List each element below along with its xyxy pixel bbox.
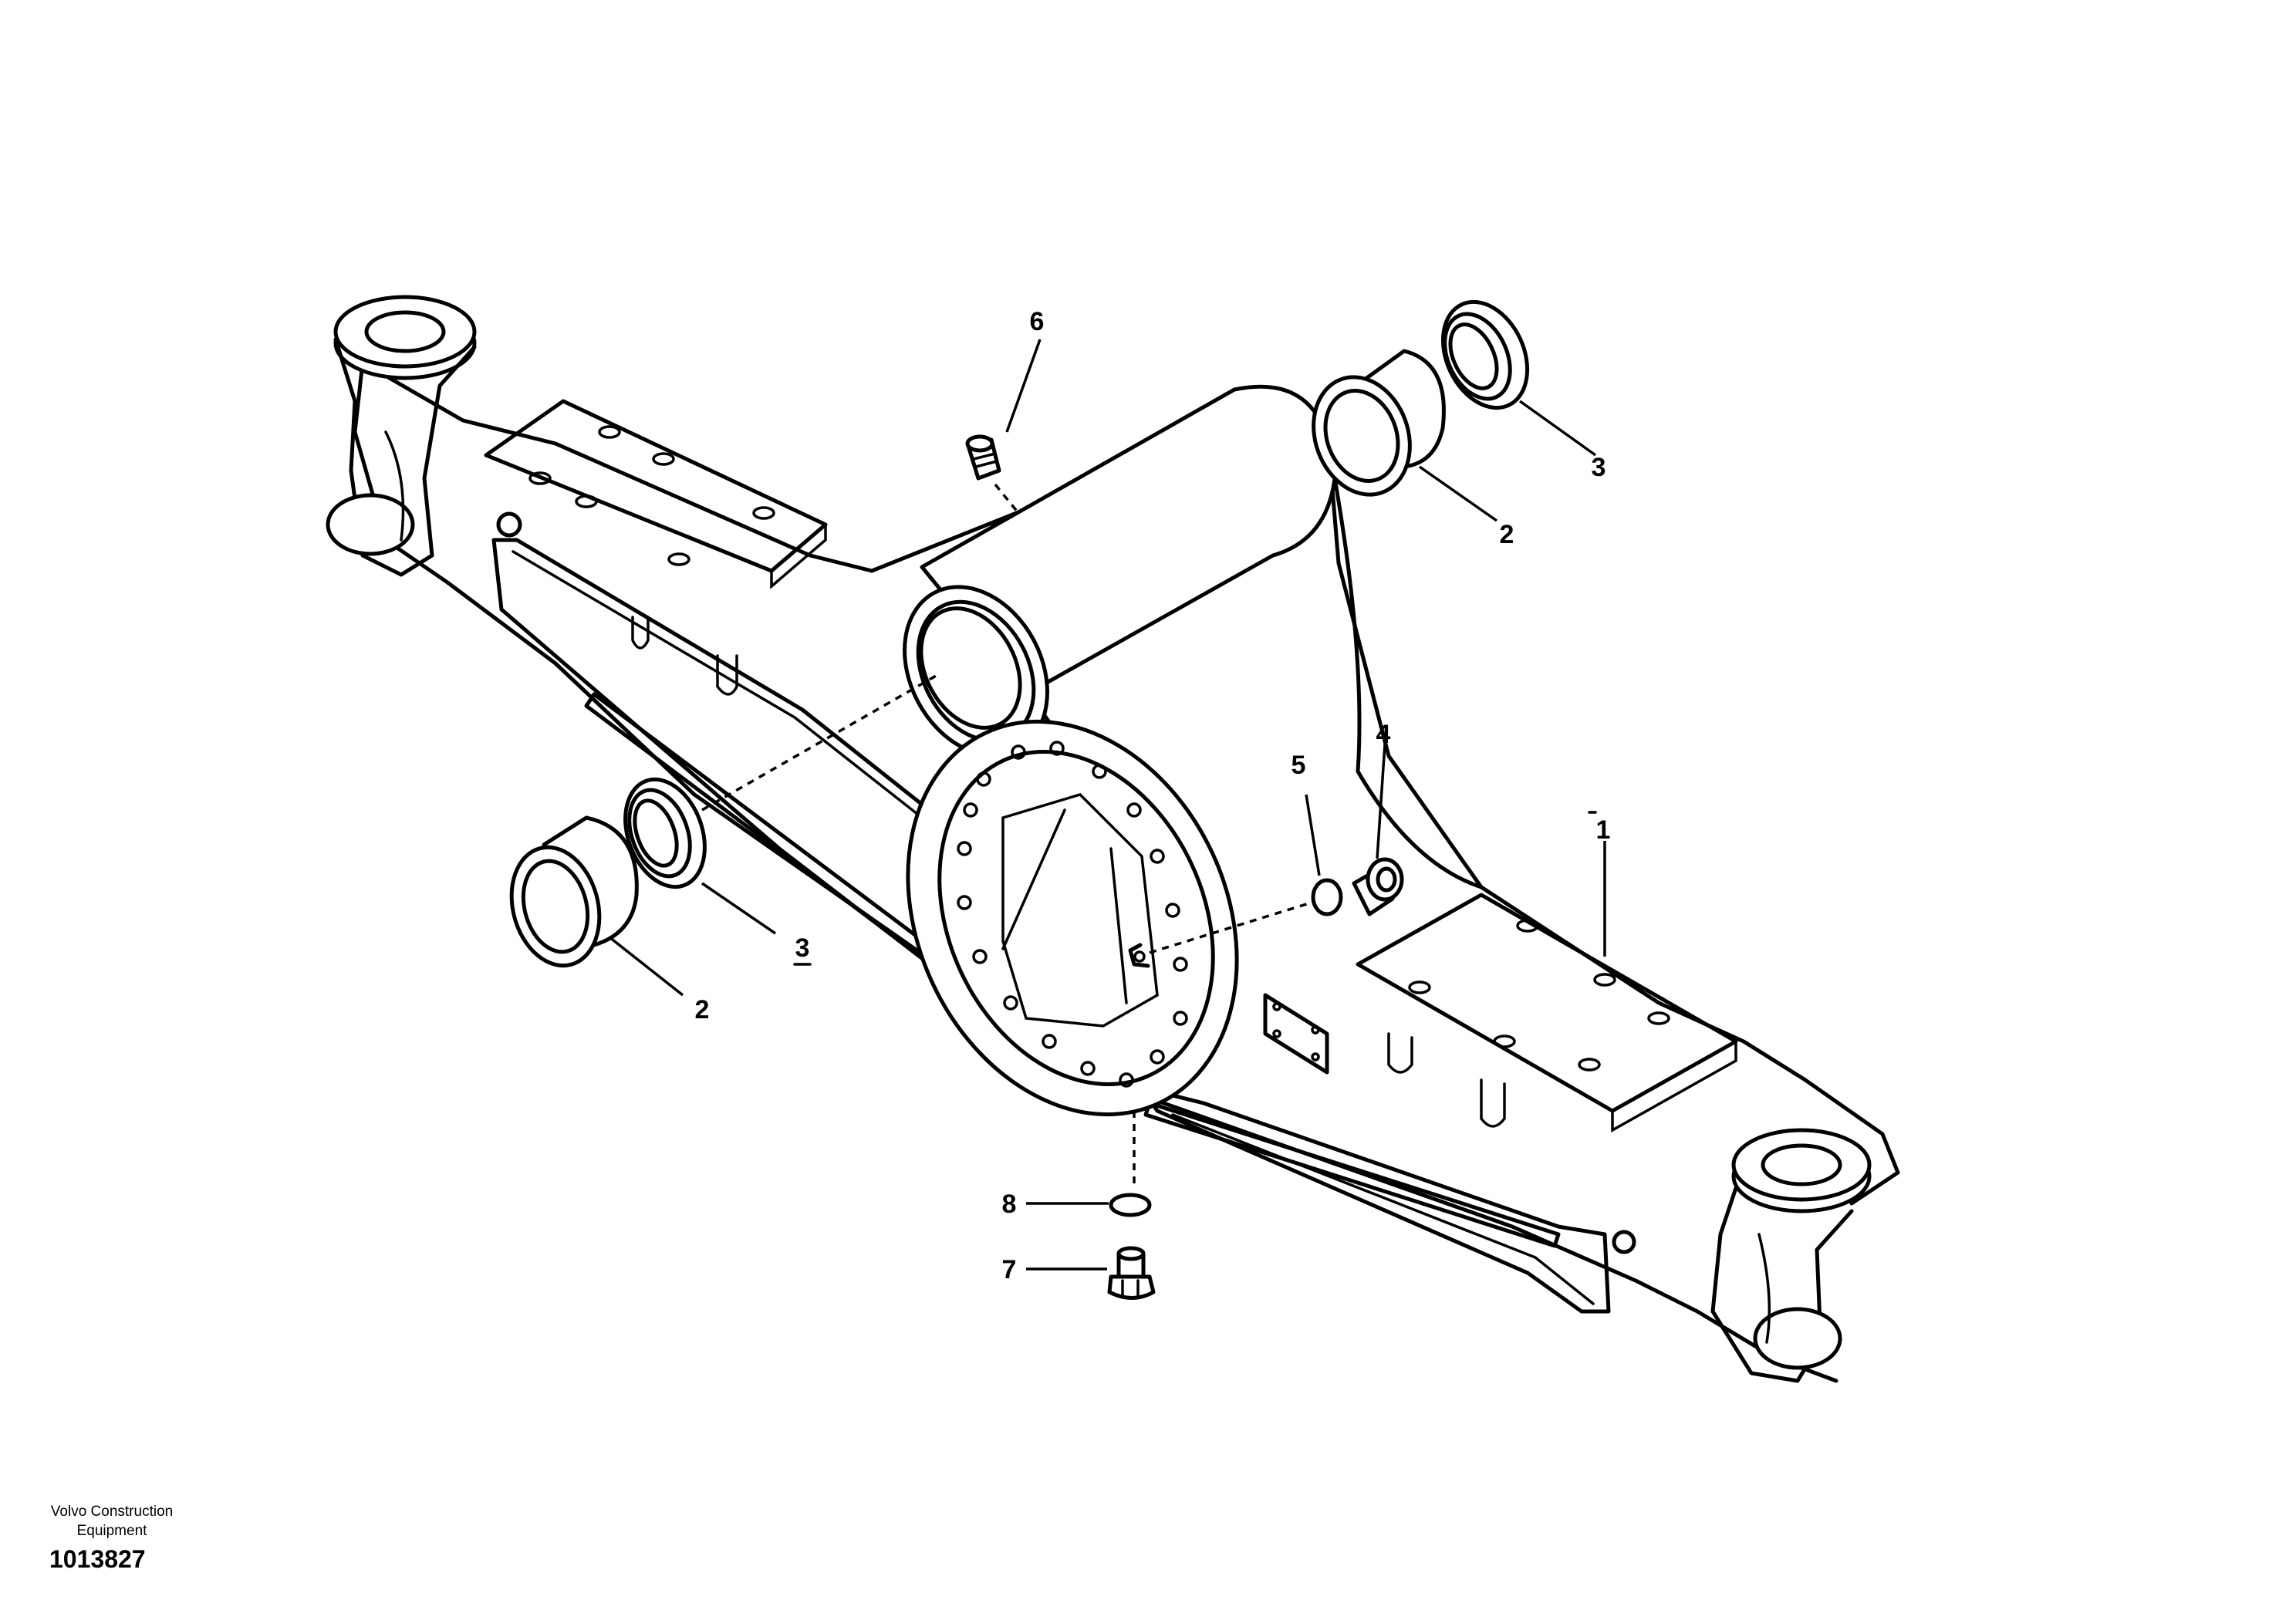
o-ring-part-5	[1311, 878, 1343, 916]
figure-id: 1013827	[49, 1545, 146, 1573]
grease-nipple-part-6	[965, 434, 1001, 481]
callout-2-upper: 2	[1500, 520, 1514, 549]
manufacturer-line-1: Volvo Construction	[50, 1504, 174, 1520]
callout-4: 4	[1376, 720, 1391, 749]
callout-6: 6	[1030, 307, 1045, 336]
seal-part-3-lower	[623, 777, 707, 889]
callout-2-lower: 2	[695, 995, 710, 1024]
o-ring-part-8	[1109, 1193, 1152, 1217]
callout-1: 1	[1596, 815, 1611, 845]
callout-5: 5	[1292, 751, 1306, 780]
manufacturer-line-2: Equipment	[76, 1523, 147, 1539]
callout-8: 8	[1002, 1190, 1017, 1219]
differential-flange	[906, 719, 1239, 1117]
manufacturer-label: Volvo Construction Equipment	[31, 1502, 193, 1541]
drain-plug-part-7	[1107, 1246, 1156, 1300]
axle-housing	[326, 295, 1900, 1383]
leader-lines	[608, 339, 1606, 1271]
seal-part-3-upper	[1440, 299, 1530, 410]
bushing-part-2-upper	[1312, 349, 1446, 497]
trunnion-cylinder	[903, 384, 1484, 889]
bushing-part-2-lower	[509, 815, 639, 968]
callout-3-upper: 3	[1592, 453, 1606, 482]
callout-3-lower: 3	[795, 933, 810, 963]
plug-part-4	[1352, 857, 1404, 916]
callout-7: 7	[1002, 1255, 1017, 1284]
